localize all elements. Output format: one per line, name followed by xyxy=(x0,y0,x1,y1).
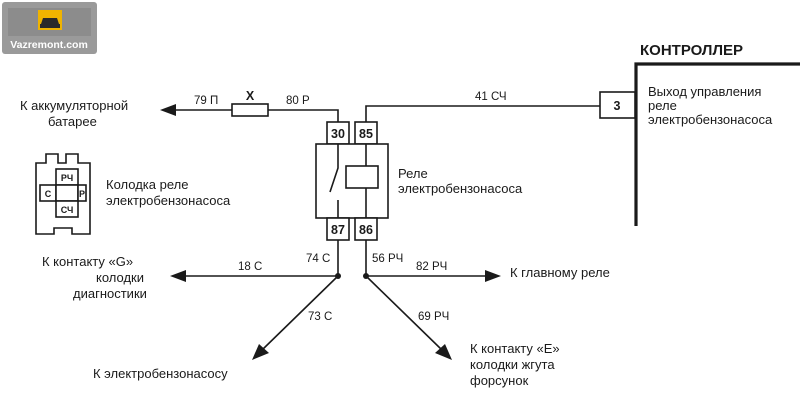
wire-69 xyxy=(365,275,443,351)
car-icon xyxy=(38,10,62,30)
relay-switch xyxy=(329,144,339,218)
main-relay-label: К главному реле xyxy=(510,265,610,280)
injectors-label-line-2: колодки жгута xyxy=(470,357,555,372)
wire-79-80 xyxy=(175,109,339,122)
relay-pin-87-label: 87 xyxy=(331,223,345,237)
diagnostics-arrow xyxy=(170,270,186,282)
wire-41-label: 41 СЧ xyxy=(475,91,507,103)
main-relay-arrow xyxy=(485,270,501,282)
controller-output-line-2: реле xyxy=(648,98,677,113)
connector-label-line-1: Колодка реле xyxy=(106,177,188,192)
controller-pin-label: 3 xyxy=(614,99,621,113)
fuse-label: Х xyxy=(246,89,255,103)
fuel-pump-label: К электробензонасосу xyxy=(93,366,228,381)
injectors-label-line-1: К контакту «E» xyxy=(470,341,560,356)
relay-coil xyxy=(345,165,379,189)
logo-text: Vazremont.com xyxy=(10,39,88,51)
controller-pin-3 xyxy=(599,91,636,119)
relay-connector: РЧ С Р СЧ xyxy=(35,153,91,235)
connector-label-line-2: электробензонасоса xyxy=(106,193,231,208)
controller-output-line-3: электробензонасоса xyxy=(648,112,773,127)
fuel-pump-arrow xyxy=(252,344,269,360)
relay-pin-86-label: 86 xyxy=(359,223,373,237)
injectors-arrow xyxy=(435,344,452,360)
connector-cell-left: С xyxy=(45,189,52,199)
battery-arrow xyxy=(160,104,176,116)
wire-41 xyxy=(365,105,600,122)
connector-cell-right: Р xyxy=(79,189,85,199)
connector-cell-bottom: СЧ xyxy=(61,205,74,215)
battery-label-line-1: К аккумуляторной xyxy=(20,98,128,113)
wire-73-label: 73 С xyxy=(308,311,332,323)
relay-pin-30-label: 30 xyxy=(331,127,345,141)
wire-82-label: 82 РЧ xyxy=(416,261,447,273)
injectors-label-line-3: форсунок xyxy=(470,373,529,388)
battery-label-line-2: батарее xyxy=(48,114,97,129)
relay-label-line-1: Реле xyxy=(398,166,428,181)
relay-label-line-2: электробензонасоса xyxy=(398,181,523,196)
site-logo: Vazremont.com xyxy=(2,2,97,54)
wire-74-label: 74 С xyxy=(306,253,330,265)
controller-title: КОНТРОЛЛЕР xyxy=(640,42,743,59)
relay-pin-85-label: 85 xyxy=(359,127,373,141)
diagnostics-label-line-2: колодки xyxy=(96,270,144,285)
wire-79-label: 79 П xyxy=(194,95,218,107)
wire-56-label: 56 РЧ xyxy=(372,253,403,265)
controller-output-line-1: Выход управления xyxy=(648,84,761,99)
controller-border xyxy=(634,62,800,226)
connector-cell-top: РЧ xyxy=(61,173,73,183)
wire-80-label: 80 Р xyxy=(286,95,310,107)
wire-73 xyxy=(261,275,339,351)
wire-18-label: 18 С xyxy=(238,261,262,273)
wire-69-label: 69 РЧ xyxy=(418,311,449,323)
diagnostics-label-line-1: К контакту «G» xyxy=(42,254,133,269)
fuse xyxy=(231,103,269,117)
diagnostics-label-line-3: диагностики xyxy=(73,286,147,301)
